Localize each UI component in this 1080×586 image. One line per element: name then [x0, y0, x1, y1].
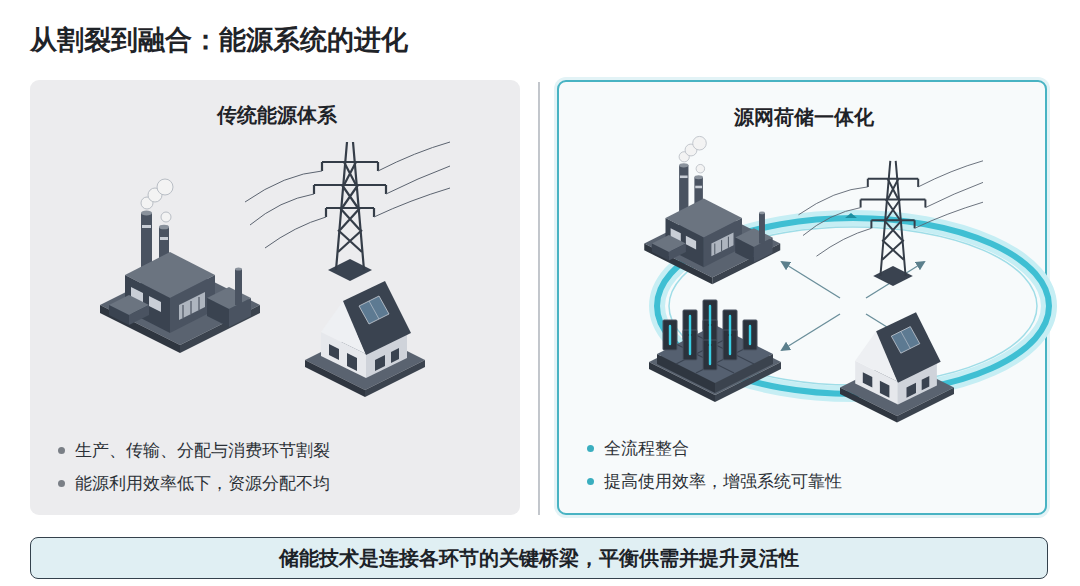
bullet-dot: [587, 478, 594, 485]
panel-heading: 源网荷储一体化: [587, 104, 1021, 131]
energy-ring-inner: [669, 227, 1037, 385]
bullet-dot: [58, 447, 65, 454]
flow-arrow: [782, 262, 840, 298]
house: [840, 312, 954, 422]
spacer: [587, 131, 1021, 427]
banner-text: 储能技术是连接各环节的关键桥梁，平衡供需并提升灵活性: [279, 545, 799, 572]
bullet-row: 生产、传输、分配与消费环节割裂: [58, 439, 496, 462]
bullet-row: 能源利用效率低下，资源分配不均: [58, 472, 496, 495]
battery-storage: [649, 300, 781, 402]
transmission-tower: [799, 161, 984, 286]
bullet-row: 提高使用效率，增强系统可靠性: [587, 470, 1021, 493]
bullet-row: 全流程整合: [587, 437, 1021, 460]
legacy-panel: 传统能源体系生产、传输、分配与消费环节割裂能源利用效率低下，资源分配不均: [30, 80, 520, 515]
energy-ring: [657, 218, 1049, 394]
bullet-text: 全流程整合: [604, 437, 689, 460]
flow-arrow: [782, 314, 840, 350]
legacy-illustration: [100, 142, 450, 397]
bullet-text: 生产、传输、分配与消费环节割裂: [75, 439, 330, 462]
bullet-dot: [58, 480, 65, 487]
house: [305, 281, 425, 397]
bullet-text: 提高使用效率，增强系统可靠性: [604, 470, 842, 493]
panel-divider: [538, 82, 539, 515]
bullet-dot: [587, 445, 594, 452]
integrated-panel: 源网荷储一体化全流程整合提高使用效率，增强系统可靠性: [557, 80, 1047, 515]
spacer: [58, 129, 496, 429]
bullet-text: 能源利用效率低下，资源分配不均: [75, 472, 330, 495]
power-plant: [100, 179, 260, 353]
panel-heading: 传统能源体系: [58, 102, 496, 129]
ring-arrow: [845, 213, 861, 399]
transmission-tower: [245, 142, 450, 281]
energy-ring-glow: [657, 218, 1049, 394]
summary-banner: 储能技术是连接各环节的关键桥梁，平衡供需并提升灵活性: [30, 537, 1048, 579]
flow-arrow: [866, 262, 924, 298]
title-wrap: 从割裂到融合：能源系统的进化: [30, 22, 408, 58]
power-plant: [644, 136, 780, 284]
page-title: 从割裂到融合：能源系统的进化: [30, 22, 408, 58]
flow-arrow: [866, 314, 924, 350]
integrated-illustration: [782, 262, 924, 350]
integrated-illustration: [644, 136, 1049, 422]
